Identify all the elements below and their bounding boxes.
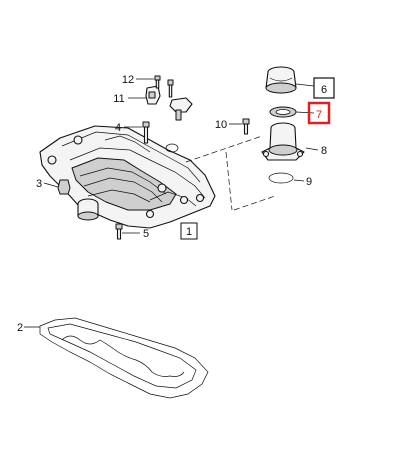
callout-6: 6 xyxy=(313,77,335,99)
o-ring-part-9 xyxy=(268,172,305,184)
bolt-part-10 xyxy=(229,118,250,135)
callout-11: 11 xyxy=(113,93,124,105)
bolt-part-4 xyxy=(124,121,150,144)
svg-text:10: 10 xyxy=(215,119,227,131)
svg-text:4: 4 xyxy=(115,122,121,134)
svg-text:1: 1 xyxy=(186,226,192,238)
screw-part-12 xyxy=(136,75,161,89)
svg-text:6: 6 xyxy=(321,84,327,96)
cam-sensor xyxy=(165,79,193,153)
callout-8: 8 xyxy=(321,145,327,157)
callout-2: 2 xyxy=(17,322,23,334)
callout-5: 5 xyxy=(143,228,149,240)
callout-3: 3 xyxy=(36,178,42,190)
svg-text:9: 9 xyxy=(306,176,312,188)
svg-text:8: 8 xyxy=(321,145,327,157)
sensor-part-11 xyxy=(128,85,161,105)
cap-part-6 xyxy=(265,66,315,94)
callout-1: 1 xyxy=(180,222,198,240)
plug-part-3 xyxy=(43,179,71,195)
svg-text:7: 7 xyxy=(316,109,322,121)
svg-text:2: 2 xyxy=(17,322,23,334)
gasket-part-2 xyxy=(24,317,209,399)
seal-ring-part-7 xyxy=(269,106,315,118)
svg-text:5: 5 xyxy=(143,228,149,240)
callout-12: 12 xyxy=(122,74,134,86)
dashed-connectors xyxy=(185,135,276,211)
svg-text:3: 3 xyxy=(36,178,42,190)
callout-7: 7 xyxy=(307,101,331,125)
svg-text:11: 11 xyxy=(113,93,124,105)
callout-10: 10 xyxy=(215,119,227,131)
callout-9: 9 xyxy=(306,176,312,188)
housing-part-8 xyxy=(261,122,319,161)
svg-text:12: 12 xyxy=(122,74,134,86)
callout-4: 4 xyxy=(115,122,121,134)
valve-cover xyxy=(39,125,216,229)
bolt-part-5 xyxy=(115,223,140,240)
